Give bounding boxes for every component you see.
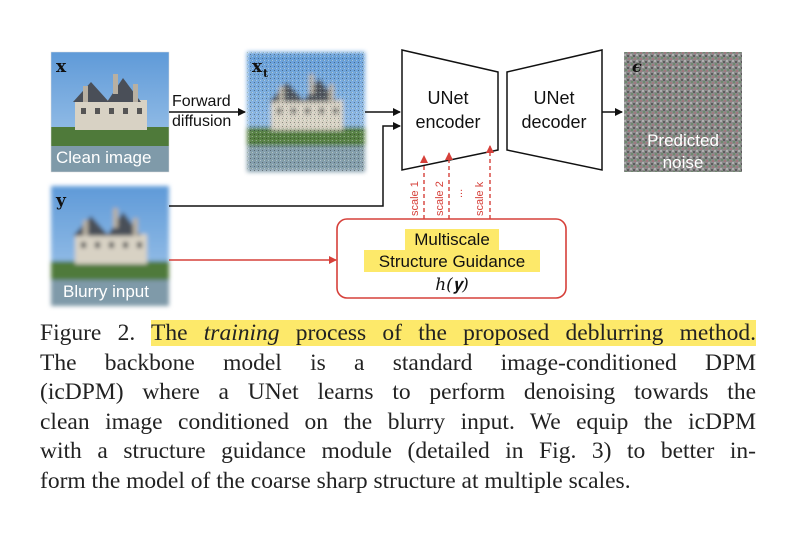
guidance-formula: h(𝐲) xyxy=(435,275,469,295)
scale-label-2: scale 2 xyxy=(434,181,446,216)
noise-image xyxy=(624,52,742,172)
caption-line-5: with a structure guidance module (detail… xyxy=(40,438,756,465)
caption-line-3: (icDPM) where a UNet learns to perform d… xyxy=(40,379,756,406)
y-to-encoder-arrow xyxy=(169,122,401,207)
caption-highlight: The training process of the proposed deb… xyxy=(151,320,756,346)
diagram-svg: UNet encoder UNet decoder Forward diffus… xyxy=(50,49,742,306)
noisy-image xyxy=(247,52,365,172)
guidance-label-2: Structure Guidance xyxy=(379,252,525,271)
unet-decoder-block xyxy=(506,49,603,171)
decoder-label-1: UNet xyxy=(533,88,574,108)
guidance-label-1: Multiscale xyxy=(414,230,490,249)
scale-label-k: scale k xyxy=(474,181,486,216)
caption-hl-italic: training xyxy=(203,320,280,346)
caption-line-6: form the model of the coarse sharp struc… xyxy=(40,467,631,494)
unet-encoder-block xyxy=(401,49,499,171)
figure-caption: Figure 2. The training process of the pr… xyxy=(40,319,756,497)
noise-label-1: Predicted xyxy=(647,131,719,150)
figure-diagram: UNet encoder UNet decoder Forward diffus… xyxy=(50,49,742,306)
clean-label: Clean image xyxy=(56,148,151,167)
noisy-subscript: t xyxy=(263,67,269,80)
clean-symbol: x xyxy=(56,57,67,77)
scale-label-1: scale 1 xyxy=(409,181,421,216)
noisy-symbol: x xyxy=(252,57,263,77)
scale-label-ellipsis: ... xyxy=(453,189,465,198)
blurry-symbol: y xyxy=(55,191,67,211)
encoder-label-2: encoder xyxy=(415,112,480,132)
noise-symbol: ϵ xyxy=(632,57,642,76)
caption-line-4: clean image conditioned on the blurry in… xyxy=(40,408,756,435)
decoder-label-2: decoder xyxy=(521,112,586,132)
caption-hl-text-2: process of the proposed deblurring metho… xyxy=(279,320,756,346)
noise-label-2: noise xyxy=(663,153,704,172)
caption-line-1: Figure 2. The training process of the pr… xyxy=(40,319,756,349)
blurry-label: Blurry input xyxy=(63,282,149,301)
figure-label: Figure 2. xyxy=(40,320,136,346)
guidance-highlight-1 xyxy=(405,229,499,250)
guidance-highlight-2 xyxy=(364,250,540,272)
forward-label-2: diffusion xyxy=(172,113,231,130)
encoder-label-1: UNet xyxy=(427,88,468,108)
caption-hl-text-1: The xyxy=(151,320,204,346)
caption-line-2: The backbone model is a standard image-c… xyxy=(40,349,756,376)
forward-label-1: Forward xyxy=(172,93,231,110)
